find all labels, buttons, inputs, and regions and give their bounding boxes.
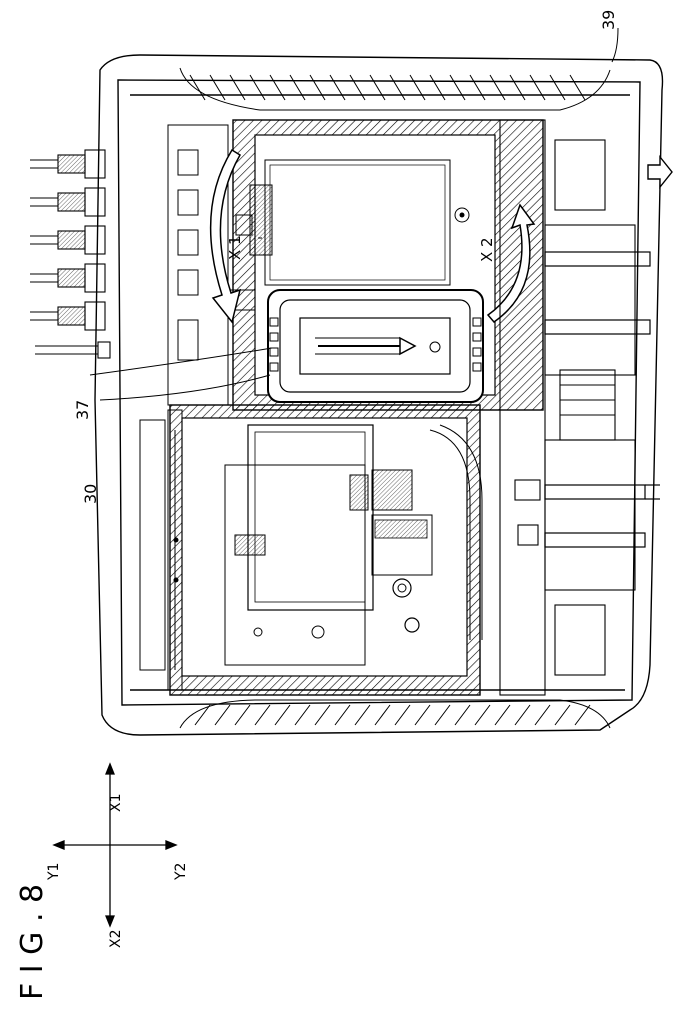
arrow-label-x1: X 1 xyxy=(226,235,244,260)
front-connectors xyxy=(30,149,111,359)
callout-37: 37 xyxy=(73,400,92,420)
callout-39: 39 xyxy=(599,10,618,30)
figure-title: F I G . 8 xyxy=(15,884,50,1000)
rear-panel xyxy=(499,119,636,696)
axis-indicator xyxy=(52,762,178,928)
power-supply-module xyxy=(267,289,484,403)
disc-slot xyxy=(139,409,183,691)
top-vent-grille xyxy=(179,67,611,111)
arrow-label-x2: X 2 xyxy=(478,237,496,262)
callout-30: 30 xyxy=(81,484,100,504)
axis-label-y2: Y2 xyxy=(173,863,189,881)
leader-lines xyxy=(89,27,619,401)
axis-label-x2: X2 xyxy=(108,930,124,949)
bottom-vent-grille xyxy=(179,699,611,729)
airflow-arrow-x2 xyxy=(486,203,536,324)
axis-label-y1: Y1 xyxy=(46,863,62,881)
exhaust-arrow xyxy=(647,155,673,189)
axis-label-x1: X1 xyxy=(108,794,124,813)
airflow-arrow-x1 xyxy=(209,148,242,324)
rear-cables xyxy=(544,251,660,548)
drive-compartment xyxy=(169,404,483,696)
